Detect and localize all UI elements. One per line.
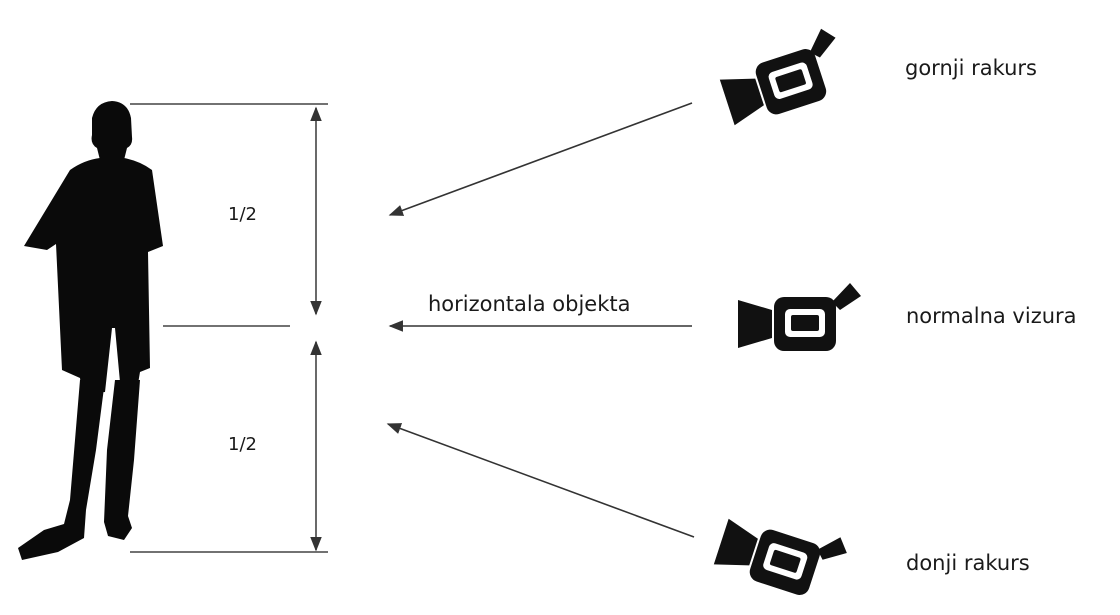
lower-half-label: 1/2 [228,434,257,455]
person-silhouette-icon [18,101,163,560]
measurement-lines [130,103,328,553]
top-camera-icon [714,25,853,129]
bottom-camera-label: donji rakurs [906,551,1030,575]
middle-camera-label: normalna vizura [906,304,1077,328]
horizon-label: horizontala objekta [428,292,631,316]
view-arrows [386,102,695,538]
bottom-camera-icon [712,502,851,606]
upper-half-label: 1/2 [228,204,257,225]
top-camera-label: gornji rakurs [905,56,1037,80]
middle-camera-icon [738,283,861,351]
